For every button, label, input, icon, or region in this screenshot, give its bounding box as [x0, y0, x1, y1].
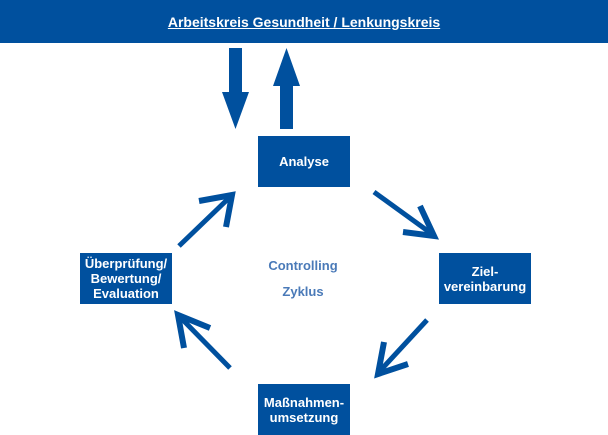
box-zielvereinbarung: Ziel- vereinbarung — [439, 253, 531, 304]
box-massnahmenumsetzung: Maßnahmen- umsetzung — [258, 384, 350, 435]
center-label-zyklus: Zyklus — [282, 284, 324, 299]
arrow-northeast-icon — [177, 191, 236, 248]
arrow-southwest-icon — [374, 318, 429, 379]
arrow-northwest-icon — [174, 310, 232, 370]
box-ueberpruefung: Überprüfung/ Bewertung/ Evaluation — [80, 253, 172, 304]
header-bar: Arbeitskreis Gesundheit / Lenkungskreis — [0, 0, 608, 43]
header-link[interactable]: Arbeitskreis Gesundheit / Lenkungskreis — [167, 13, 441, 30]
center-label-controlling: Controlling — [268, 258, 338, 273]
arrow-southeast-icon — [372, 189, 440, 240]
arrow-down-icon — [222, 48, 249, 129]
arrow-up-icon — [273, 48, 300, 129]
box-analyse: Analyse — [258, 136, 350, 187]
